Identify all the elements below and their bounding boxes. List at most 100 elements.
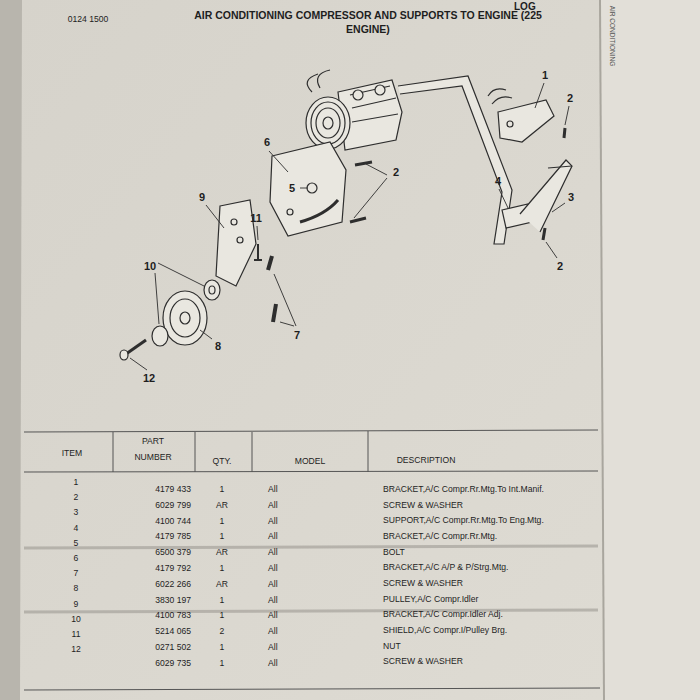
- drawing-stroke: [499, 189, 508, 208]
- table-rules: [24, 430, 600, 690]
- drawing-stroke: [206, 205, 224, 228]
- column-header: MODEL: [295, 457, 326, 467]
- table-cell: 2: [220, 627, 225, 637]
- table-cell: All: [268, 611, 278, 621]
- drawing-stroke: [280, 322, 294, 326]
- table-cell: SUPPORT,A/C Compr.Rr.Mtg.To Eng.Mtg.: [383, 516, 544, 526]
- drawing-stroke: [180, 312, 190, 324]
- drawing-stroke: [307, 183, 317, 193]
- table-cell: 4100 744: [155, 517, 191, 527]
- table-cell: 6022 266: [155, 580, 191, 590]
- table-cell: PULLEY,A/C Compr.Idler: [383, 595, 478, 605]
- table-cell: 1: [220, 611, 225, 621]
- drawing-stroke: [323, 117, 333, 129]
- table-cell: BRACKET,A/C Compr.Rr.Mtg.To Int.Manif.: [383, 485, 544, 495]
- table-cell: 4179 433: [155, 485, 191, 495]
- table-cell: 2: [74, 493, 79, 503]
- table-cell: AR: [216, 548, 228, 558]
- table-cell: 6029 735: [155, 659, 191, 669]
- table-cell: 4100 783: [155, 611, 191, 621]
- column-header: QTY.: [213, 457, 232, 467]
- drawing-stroke: [366, 164, 387, 175]
- drawing-stroke: [546, 242, 557, 258]
- callout-number: 6: [264, 136, 270, 149]
- drawing-stroke: [354, 178, 387, 218]
- callout-number: 3: [568, 191, 574, 204]
- table-cell: 7: [74, 569, 79, 579]
- table-cell: 1: [220, 485, 225, 495]
- table-cell: All: [268, 564, 278, 574]
- drawing-stroke: [113, 432, 114, 472]
- callout-number: 5: [289, 182, 295, 195]
- table-cell: 4179 792: [155, 564, 191, 574]
- drawing-stroke: [20, 0, 604, 700]
- drawing-stroke: [237, 237, 243, 243]
- drawing-stroke: [269, 151, 288, 172]
- drawing-stroke: [375, 85, 385, 95]
- table-cell: All: [268, 580, 278, 590]
- table-cell: 5: [74, 539, 79, 549]
- drawing-stroke: [307, 70, 330, 92]
- drawing-stroke: [498, 100, 554, 142]
- drawing-stroke: [24, 430, 598, 432]
- drawing-stroke: [368, 431, 369, 472]
- callout-number: 10: [144, 260, 156, 273]
- drawing-stroke: [163, 291, 207, 345]
- table-cell: 6: [74, 554, 79, 564]
- table-cell: All: [268, 501, 278, 511]
- table-cell: 1: [220, 596, 225, 606]
- drawing-stroke: [353, 90, 363, 100]
- page-title: AIR CONDITIONING COMPRESSOR AND SUPPORTS…: [186, 8, 550, 36]
- table-cell: SCREW & WASHER: [383, 658, 463, 668]
- drawing-stroke: [170, 299, 200, 337]
- table-cell: 12: [71, 645, 81, 655]
- table-cell: BRACKET,A/C Compr.Idler Adj.: [383, 611, 503, 621]
- table-cell: AR: [216, 501, 228, 511]
- table-cell: SCREW & WASHER: [383, 579, 463, 589]
- drawing-stroke: [600, 0, 604, 700]
- callout-number: 1: [542, 69, 548, 82]
- drawing-stroke: [270, 142, 346, 236]
- drawing-stroke: [316, 108, 340, 138]
- table-cell: SHIELD,A/C Compr.I/Pulley Brg.: [383, 626, 507, 636]
- table-cell: 10: [71, 615, 81, 625]
- drawing-stroke: [155, 273, 159, 324]
- drawing-stroke: [507, 121, 513, 127]
- drawing-stroke: [543, 228, 545, 240]
- leader-lines: [130, 83, 569, 370]
- table-cell: 1: [220, 532, 225, 542]
- callout-number: 4: [495, 175, 501, 188]
- drawing-stroke: [300, 188, 308, 189]
- table-cell: 4: [74, 524, 79, 534]
- table-cell: NUT: [383, 642, 401, 652]
- drawing-stroke: [552, 203, 565, 212]
- rear-support-drawing: [488, 89, 572, 240]
- table-cell: All: [268, 517, 278, 527]
- table-cell: 3830 197: [155, 596, 191, 606]
- drawing-stroke: [488, 89, 512, 104]
- table-cell: 11: [72, 630, 81, 640]
- table-cell: BOLT: [383, 548, 405, 558]
- table-cell: 6500 379: [155, 548, 191, 558]
- table-cell: All: [268, 643, 278, 653]
- callout-number: 11: [250, 212, 262, 225]
- drawing-stroke: [24, 546, 598, 548]
- drawing-stroke: [24, 471, 598, 472]
- callout-number: 12: [143, 372, 155, 385]
- drawing-stroke: [254, 244, 262, 260]
- drawing-stroke: [231, 219, 237, 225]
- drawing-stroke: [398, 76, 512, 244]
- drawing-stroke: [287, 209, 293, 215]
- callout-number: 8: [215, 340, 221, 353]
- bracket-drawing: [120, 142, 372, 360]
- table-cell: All: [268, 659, 278, 669]
- drawing-stroke: [520, 160, 572, 232]
- side-tab: AIR CONDITIONING: [608, 6, 615, 67]
- drawing-stroke: [126, 340, 146, 354]
- drawing-stroke: [600, 0, 700, 700]
- drawing-stroke: [535, 83, 544, 108]
- table-cell: 6029 799: [155, 501, 191, 511]
- column-header: ITEM: [62, 449, 83, 459]
